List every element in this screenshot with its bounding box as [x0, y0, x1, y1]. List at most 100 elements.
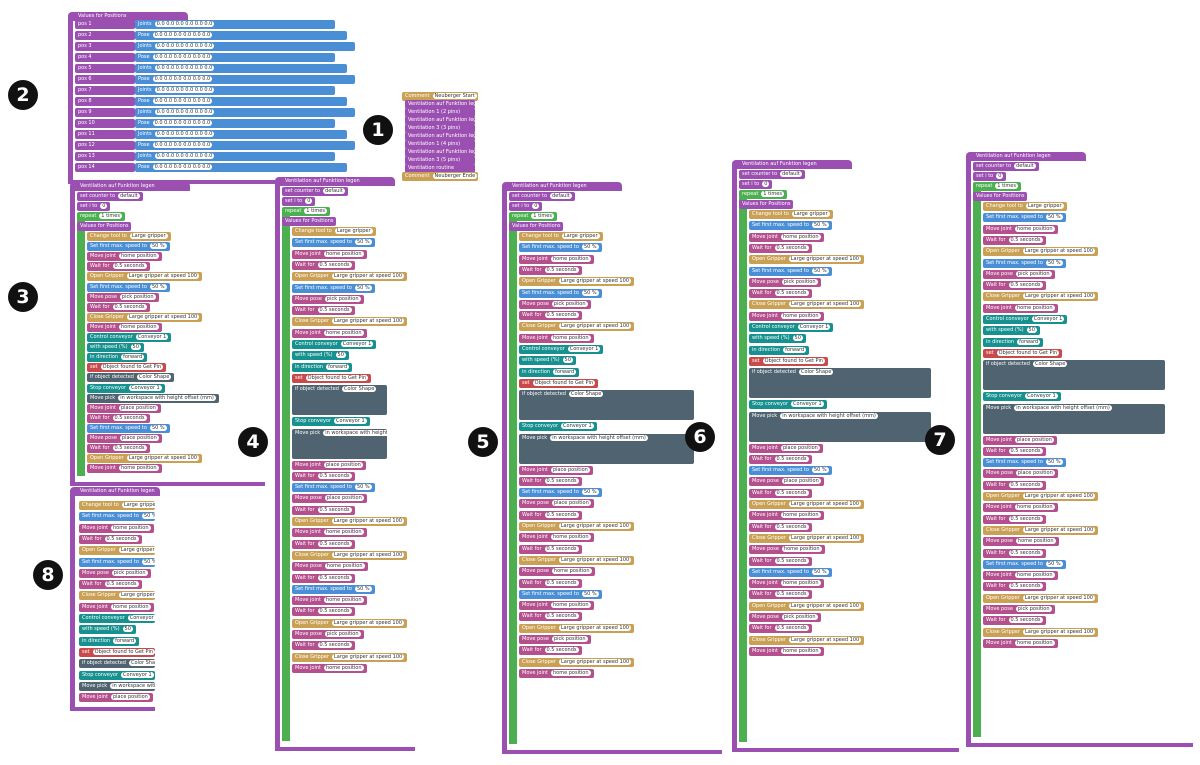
block-param[interactable]: Object found to Get Pin	[532, 379, 596, 386]
block-param[interactable]: 0.5 seconds	[317, 307, 352, 314]
block-param[interactable]: Large gripper at speed 100	[332, 653, 405, 660]
block-param[interactable]: 50 %	[354, 239, 372, 246]
block-param[interactable]: Conveyor 1	[121, 671, 154, 678]
block-param[interactable]: 1 times	[99, 213, 122, 219]
block-param[interactable]: 1 times	[531, 213, 554, 219]
block-param[interactable]: Large gripper at speed 100	[558, 278, 631, 285]
function-header[interactable]: Ventilation auf Funktion legen	[70, 182, 190, 191]
block-param[interactable]: 0.5 seconds	[104, 535, 139, 542]
block-param[interactable]: Large gripper at speed 100	[789, 534, 862, 541]
block-param[interactable]: 50 %	[811, 222, 829, 229]
block-func[interactable]: Ventilation auf Funktion legen	[405, 116, 475, 125]
block-param[interactable]: Conveyor 1	[340, 341, 374, 347]
block-param[interactable]: Large gripper at speed 100	[118, 547, 155, 554]
block-func[interactable]: Ventilation 1 (4 pins)	[405, 140, 475, 149]
block-func[interactable]: pos 11	[75, 130, 135, 139]
block-param[interactable]: Large gripper	[121, 502, 155, 508]
block-func[interactable]: pos 8	[75, 97, 135, 106]
block-param[interactable]: 0.5 seconds	[544, 647, 579, 654]
block-param[interactable]: Large gripper at speed 100	[1022, 594, 1095, 601]
block-param[interactable]: 0.5 seconds	[544, 579, 579, 586]
block-param[interactable]: home position	[780, 233, 821, 240]
block-param[interactable]: 50 %	[581, 289, 599, 296]
block-param[interactable]: home position	[781, 546, 822, 553]
block-func[interactable]: pos 7	[75, 86, 135, 95]
block-param[interactable]: Neuberger Start	[432, 93, 477, 99]
block-param[interactable]: 0.5 seconds	[774, 523, 809, 530]
block-param[interactable]: 50 %	[581, 244, 599, 251]
block-param[interactable]: 0.5 seconds	[317, 506, 352, 513]
block-param[interactable]: in workspace with height offset (mm)	[323, 429, 387, 436]
block-param[interactable]: Large gripper at speed 100	[789, 636, 862, 643]
block-param[interactable]: place position	[1014, 436, 1054, 443]
block-param[interactable]: default	[550, 193, 572, 199]
block-param[interactable]: home position	[1014, 572, 1055, 579]
block-param[interactable]: 0.0 0.0 0.0 0.0 0.0 0.0	[154, 65, 215, 71]
block-param[interactable]: 0.5 seconds	[774, 290, 809, 297]
block-func[interactable]: pos 14	[75, 163, 135, 172]
block-param[interactable]: Color Shape	[568, 391, 604, 398]
block-param[interactable]: Object found to Get Pin	[92, 648, 155, 655]
block-param[interactable]: pick position	[119, 293, 156, 300]
block-param[interactable]: 50	[335, 352, 346, 359]
block-param[interactable]: Large gripper at speed 100	[126, 455, 199, 462]
block-param[interactable]: pick position	[781, 614, 818, 620]
function-header[interactable]: Ventilation auf Funktion legen	[502, 182, 622, 191]
block-param[interactable]: 0.5 seconds	[544, 613, 579, 620]
block-param[interactable]: 50	[562, 357, 573, 364]
block-conv[interactable]: with speed (%)50	[79, 625, 136, 635]
block-func[interactable]: Ventilation auf Funktion legen	[405, 100, 475, 109]
block-param[interactable]: 0.5 seconds	[774, 591, 809, 598]
block-param[interactable]: forward	[326, 363, 350, 370]
block-param[interactable]: 50 %	[149, 424, 167, 431]
block-param[interactable]: 1 times	[995, 183, 1018, 189]
